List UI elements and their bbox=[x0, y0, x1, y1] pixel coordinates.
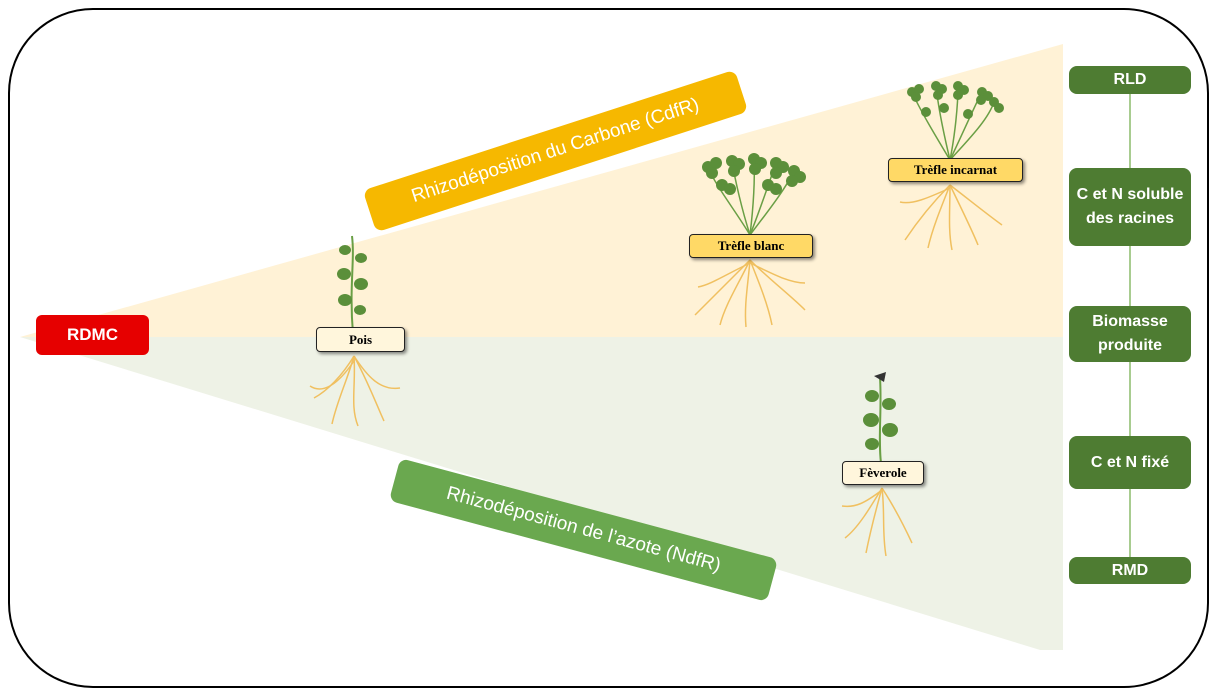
trefle-incarnat-plant-icon bbox=[899, 81, 1004, 251]
trefle-incarnat-label: Trèfle incarnat bbox=[888, 158, 1023, 182]
pois-label: Pois bbox=[316, 327, 405, 352]
trefle-blanc-plant-icon bbox=[694, 153, 806, 328]
pois-plant-icon bbox=[309, 235, 401, 427]
nitrogen-wedge bbox=[20, 337, 1063, 650]
trefle-blanc-label: Trèfle blanc bbox=[689, 234, 813, 258]
diagram-canvas bbox=[20, 44, 1131, 650]
scale-fixed-cn-box: C et N fixé bbox=[1069, 436, 1191, 489]
rdmc-box: RDMC bbox=[36, 315, 149, 355]
scale-soluble-cn-box: C et N soluble des racines bbox=[1069, 168, 1191, 246]
feverole-plant-icon bbox=[841, 372, 913, 557]
feverole-label: Fèverole bbox=[842, 461, 924, 485]
scale-rmd-box: RMD bbox=[1069, 557, 1191, 584]
scale-rld-box: RLD bbox=[1069, 66, 1191, 94]
carbon-wedge bbox=[20, 44, 1063, 337]
scale-biomass-box: Biomasse produite bbox=[1069, 306, 1191, 362]
